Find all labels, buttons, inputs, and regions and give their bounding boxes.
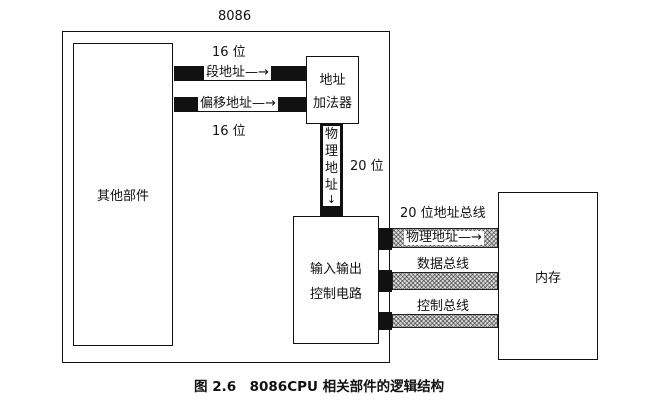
physical-address-bus-label: 物理地址: [406, 230, 459, 245]
figure-caption: 图 2.6 8086CPU 相关部件的逻辑结构: [194, 379, 445, 395]
offset-address-label-bg: 偏移地址—→: [198, 97, 278, 111]
io-control-box: 输入输出 控制电路: [293, 216, 379, 344]
physical-address-bus-label-bg: 物理地址—→: [404, 231, 484, 245]
address-adder-box: 地址 加法器: [306, 56, 359, 124]
data-bus: [392, 272, 498, 290]
memory-box: 内存: [498, 192, 598, 360]
io-label-line2: 控制电路: [309, 287, 362, 302]
phys-char-3: 地: [324, 161, 338, 176]
segment-address-label-bg: 段地址—→: [204, 66, 271, 80]
control-bus: [392, 314, 498, 328]
data-bus-label: 数据总线: [417, 257, 470, 272]
control-bus-connector: [379, 312, 392, 330]
cpu-title: 8086: [218, 9, 252, 24]
io-label-line1: 输入输出: [309, 262, 362, 277]
segment-address-label: 段地址: [206, 65, 246, 80]
phys-down-arrow-icon: ↓: [326, 193, 337, 206]
other-units-box: 其他部件: [73, 43, 173, 346]
adder-label-line1: 地址: [319, 73, 346, 88]
address-bus-arrow-icon: —→: [458, 230, 482, 245]
data-bus-label-bg: 数据总线: [415, 257, 472, 272]
bits-16-bottom-label: 16 位: [212, 124, 246, 139]
memory-label: 内存: [534, 270, 561, 286]
other-units-label: 其他部件: [96, 189, 149, 204]
bits-16-top-label: 16 位: [212, 45, 246, 60]
physical-address-vertical-label: 物 理 地 址 ↓: [323, 126, 340, 206]
control-bus-label-bg: 控制总线: [415, 299, 472, 314]
offset-arrow-icon: —→: [252, 96, 276, 111]
address-bus-label: 20 位地址总线: [400, 206, 486, 221]
bits-20-label: 20 位: [350, 159, 384, 174]
adder-label-line2: 加法器: [312, 96, 352, 111]
address-bus-connector: [379, 228, 392, 250]
segment-arrow-icon: —→: [245, 65, 269, 80]
data-bus-connector: [379, 270, 392, 292]
phys-char-1: 物: [324, 127, 338, 142]
phys-char-2: 理: [324, 144, 338, 159]
phys-char-4: 址: [324, 178, 338, 193]
offset-address-label: 偏移地址: [200, 96, 253, 111]
control-bus-label: 控制总线: [417, 299, 470, 314]
